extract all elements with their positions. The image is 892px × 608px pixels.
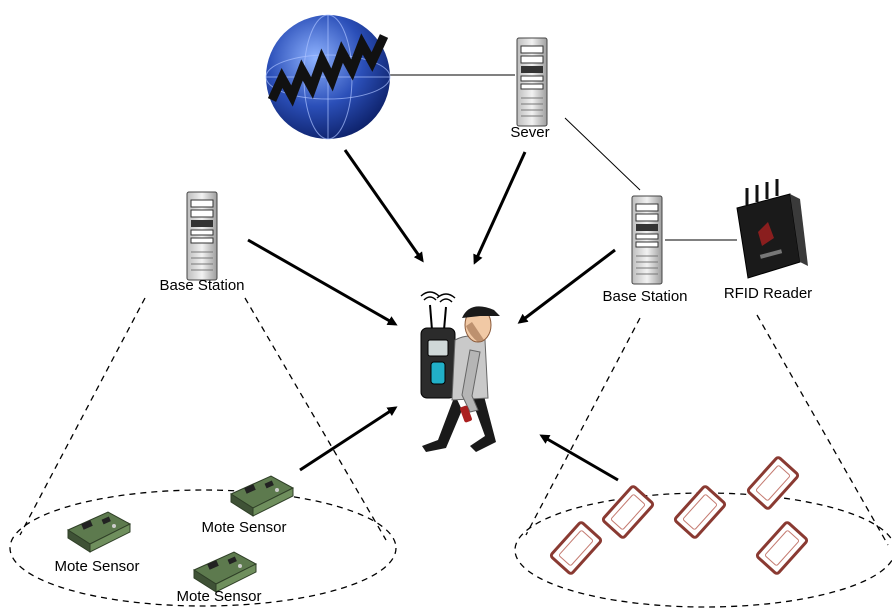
- rfid-tag-icon-2: [672, 484, 728, 540]
- rfid-tag-icon-5: [754, 520, 810, 576]
- server-tower-icon: [516, 37, 548, 127]
- base-station-left-label: Base Station: [159, 277, 244, 294]
- mote-sensor-icon-3: [193, 551, 257, 593]
- coverage-left-edge-b: [244, 297, 387, 541]
- base-station-right-icon: [631, 195, 663, 285]
- arrow-internet-to-user: [343, 149, 424, 263]
- mote-coverage-area: [9, 489, 397, 607]
- arrow-server-to-user: [473, 151, 527, 265]
- rfid-tag-icon-4: [548, 520, 604, 576]
- coverage-right-edge-a: [525, 317, 641, 536]
- arrow-base-station-right-to-user: [517, 248, 616, 324]
- server-label: Sever: [510, 124, 549, 141]
- mote-sensor-label-2: Mote Sensor: [54, 558, 139, 575]
- mote-sensor-icon-1: [230, 475, 294, 517]
- rfid-reader-icon: [736, 179, 808, 279]
- link-server-base-station: [564, 117, 641, 191]
- arrow-base-station-left-to-user: [247, 238, 398, 326]
- rfid-tag-icon-3: [745, 455, 801, 511]
- www-globe-icon: [265, 14, 391, 140]
- arrow-tags-to-user: [539, 434, 619, 482]
- coverage-right-edge-b: [756, 314, 889, 546]
- rfid-reader-label: RFID Reader: [724, 285, 812, 302]
- arrow-motes-to-user: [299, 406, 398, 472]
- coverage-left-edge-a: [19, 297, 146, 536]
- mote-sensor-label-3: Mote Sensor: [176, 588, 261, 605]
- base-station-left-icon: [186, 191, 218, 281]
- user-with-backpack-icon: [420, 291, 500, 452]
- rfid-tag-icon-1: [600, 484, 656, 540]
- base-station-right-label: Base Station: [602, 288, 687, 305]
- mote-sensor-icon-2: [67, 511, 131, 553]
- mote-sensor-label-1: Mote Sensor: [201, 519, 286, 536]
